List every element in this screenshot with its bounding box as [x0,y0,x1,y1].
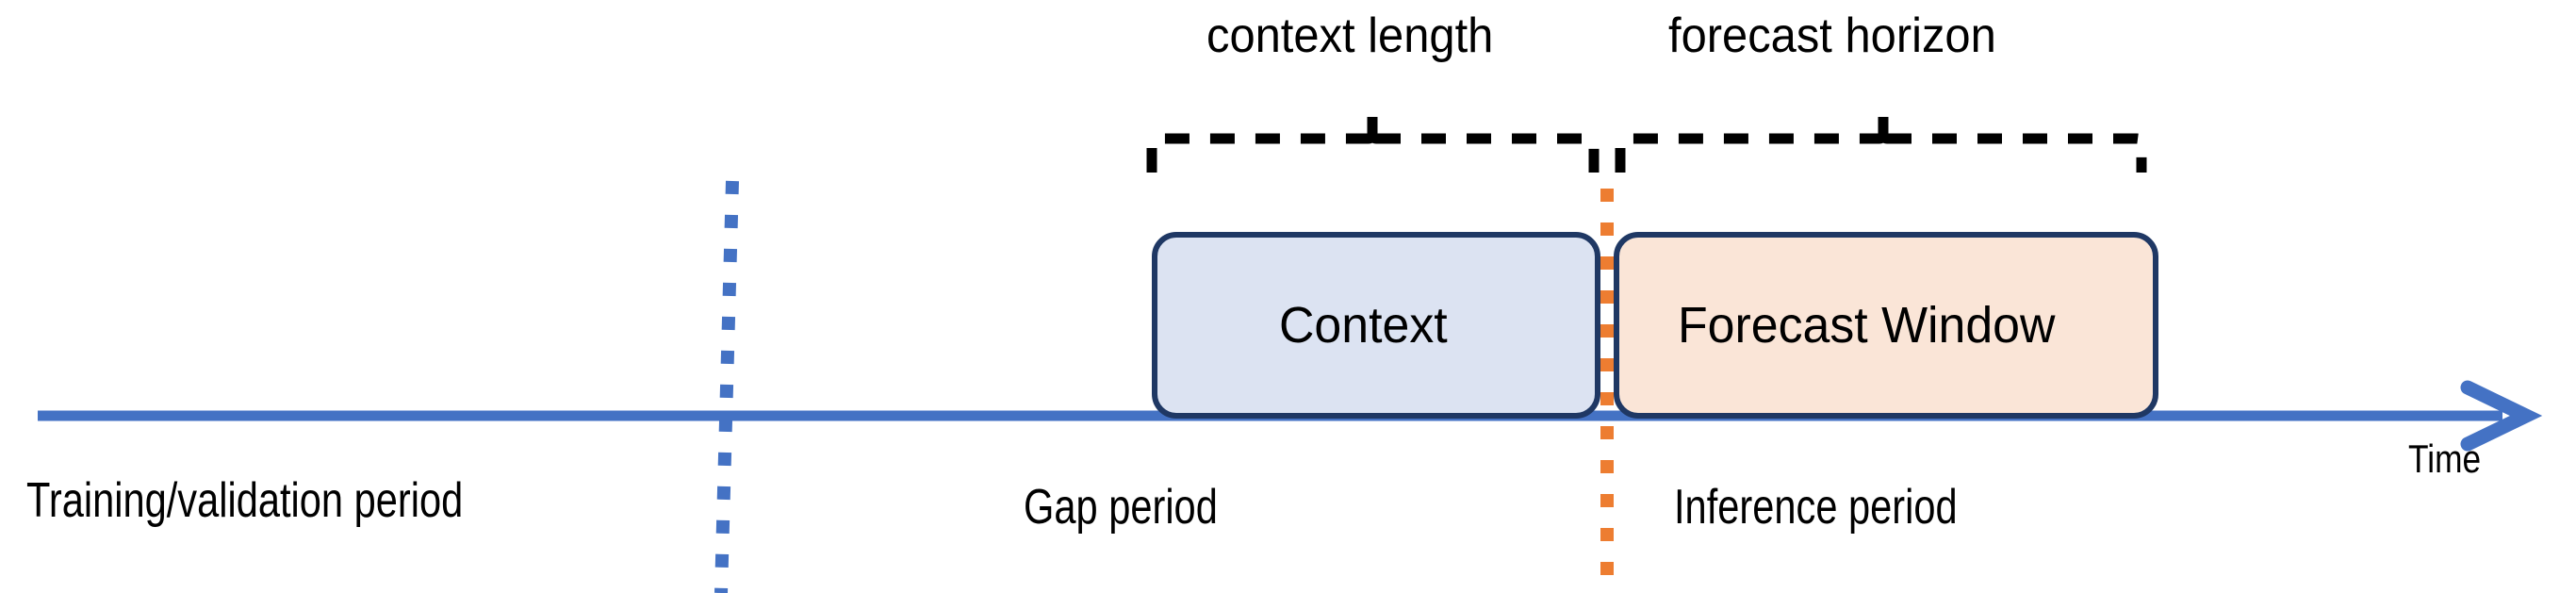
timeline-arrowhead-icon [2460,380,2543,452]
forecast-window-box-label: Forecast Window [1678,297,2056,354]
context-box[interactable] [1152,232,1600,419]
gap-period-label: Gap period [1024,480,1218,535]
time-axis-label: Time [2408,437,2482,481]
forecast-window-box[interactable] [1614,232,2158,419]
context-box-label-wrap: Context [1152,232,1600,419]
training-gap-divider [714,180,739,593]
context-length-label: context length [1206,8,1494,63]
forecast-window-box-label-wrap: Forecast Window [1614,232,2158,419]
training-validation-period-label: Training/validation period [26,473,464,528]
inference-period-label: Inference period [1674,480,1958,535]
context-length-bracket-icon [1146,117,1600,173]
forecast-horizon-bracket-icon [1615,117,2147,173]
context-box-label: Context [1278,297,1448,354]
forecast-horizon-label: forecast horizon [1668,8,1996,63]
